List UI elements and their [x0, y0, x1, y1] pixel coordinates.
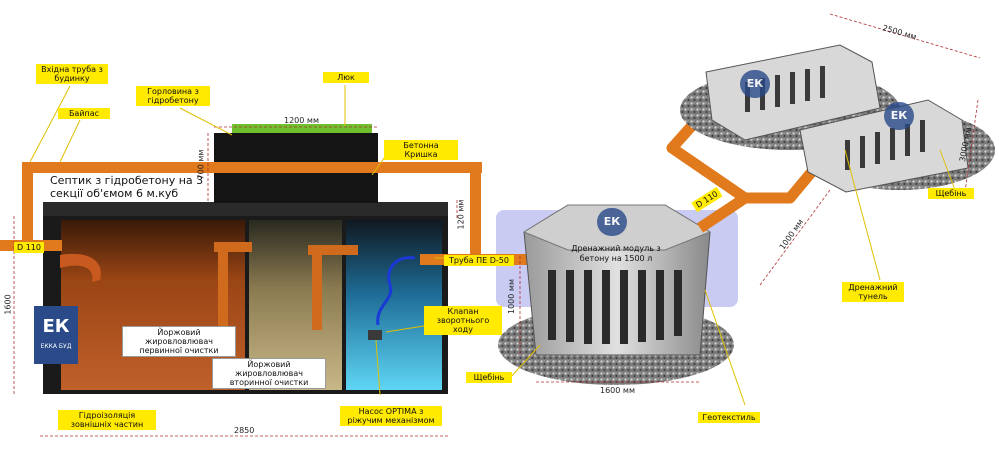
label-grease1: Йоржовий жировловлювач первинної очистки [122, 326, 236, 357]
inlet-splash [60, 253, 101, 282]
label-concrete-lid: Бетонна Кришка [384, 140, 458, 160]
dim-tank-width: 2850 [234, 426, 255, 435]
pump [368, 330, 382, 340]
label-check-valve: Клапан зворотнього ходу [424, 306, 502, 335]
dimension-lines [13, 13, 981, 437]
grease-trap-1 [218, 245, 228, 330]
dim-tank-height: 1600 [3, 294, 13, 315]
logo-tunnel-1: ЕК [740, 70, 770, 98]
logo-text: ЕК [42, 316, 70, 337]
label-geotextile: Геотекстиль [698, 412, 760, 423]
concrete-lid [43, 202, 448, 216]
bypass-pipe [22, 162, 482, 173]
label-pump: Насос OPTIMA з ріжучим механізмом [340, 406, 442, 426]
dim-neck-width: 1200 мм [284, 116, 319, 125]
logo-main: ЕК ЕККА БУД [34, 306, 78, 364]
logo-module-text: ЕК [603, 215, 621, 228]
tunnel-pipe-lower [696, 146, 835, 233]
grease-trap-2 [312, 245, 322, 330]
dim-module-height: 1000 мм [506, 279, 516, 314]
septic-title: Септик з гідробетону на 3 секції об'ємом… [50, 174, 204, 200]
bypass-down [470, 162, 481, 257]
module-label: Дренажний модуль з бетону на 1500 л [571, 244, 661, 263]
label-neck: Горловина з гідробетону [136, 86, 210, 106]
drainage-tunnel-2 [799, 99, 969, 193]
logo-module: ЕК [597, 208, 627, 236]
label-waterproof: Гідроізоляція зовнішніх частин [58, 410, 156, 430]
logo-tunnel-2-text: ЕК [890, 109, 908, 122]
pump-hose [376, 256, 416, 326]
logo-tunnel-1-text: ЕК [746, 77, 764, 90]
label-bypass: Байпас [58, 108, 110, 119]
logo-brand: ЕККА БУД [40, 343, 72, 350]
leader-lines [29, 85, 956, 406]
module-slots [548, 270, 682, 344]
logo-tunnel-2: ЕК [884, 102, 914, 130]
label-hatch: Люк [323, 72, 369, 83]
hatch [232, 124, 372, 133]
label-d110-left: D 110 [14, 242, 44, 253]
inlet-riser [22, 162, 33, 247]
label-grease2: Йоржовий жировловлювач вторинної очистки [212, 358, 326, 389]
label-inlet-pipe: Вхідна труба з будинку [36, 64, 108, 84]
label-pipe-pe: Труба ПЕ D-50 [444, 255, 514, 266]
dim-module-width: 1600 мм [600, 386, 635, 395]
label-rubble-right: Щебінь [928, 188, 974, 199]
label-rubble-mid: Щебінь [466, 372, 512, 383]
chamber-3 [346, 220, 442, 390]
label-tunnel: Дренажний тунель [842, 282, 904, 302]
dim-neck-height: 700 мм [196, 149, 206, 180]
dim-lid-height: 120 мм [456, 199, 466, 230]
